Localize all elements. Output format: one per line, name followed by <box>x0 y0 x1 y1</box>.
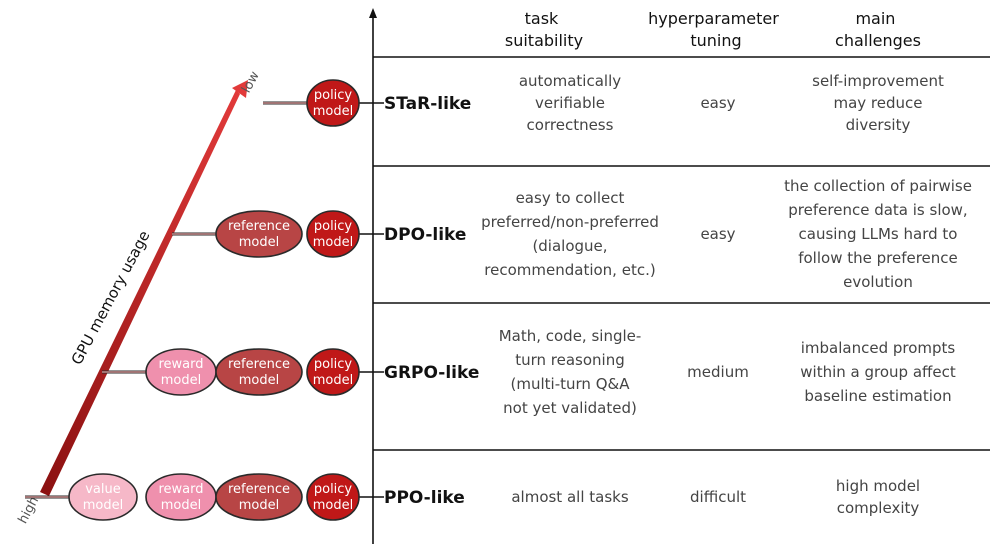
policy-model-ellipse <box>306 473 360 521</box>
tuning-cell: easy <box>700 225 735 243</box>
value-model-ellipse <box>68 473 138 521</box>
tuning-cell: easy <box>700 94 735 112</box>
header-task-suitability: task suitability <box>505 9 583 50</box>
method-label: GRPO-like <box>384 363 479 383</box>
reference-model-ellipse <box>215 473 303 521</box>
header-hyperparameter-tuning: hyperparameter tuning <box>648 9 784 50</box>
reward-model-ellipse <box>145 473 217 521</box>
method-label: PPO-like <box>384 488 465 508</box>
reference-model-ellipse <box>215 210 303 258</box>
method-label: STaR-like <box>384 94 471 114</box>
gpu-memory-axis: GPU memory usage low high <box>16 69 263 527</box>
axis-high-label: high <box>16 494 43 526</box>
axis-low-label: low <box>239 69 263 96</box>
task-suitability-cell: almost all tasks <box>511 488 628 506</box>
gpu-memory-arrow-shaft <box>40 90 240 496</box>
tuning-cell: difficult <box>690 488 746 506</box>
reference-model-ellipse <box>215 348 303 396</box>
tuning-cell: medium <box>687 363 749 381</box>
table-vertical-arrowhead <box>369 8 377 18</box>
gpu-memory-arrowhead <box>232 80 248 98</box>
header-main-challenges: main challenges <box>835 9 921 50</box>
table-frame <box>369 8 990 544</box>
policy-model-ellipse <box>306 348 360 396</box>
policy-model-ellipse <box>306 210 360 258</box>
policy-model-ellipse <box>306 79 360 127</box>
task-suitability-cell: Math, code, single-turn reasoning(multi-… <box>499 327 642 417</box>
reward-model-ellipse <box>145 348 217 396</box>
column-headers: task suitability hyperparameter tuning m… <box>505 9 921 50</box>
method-label: DPO-like <box>384 225 466 245</box>
